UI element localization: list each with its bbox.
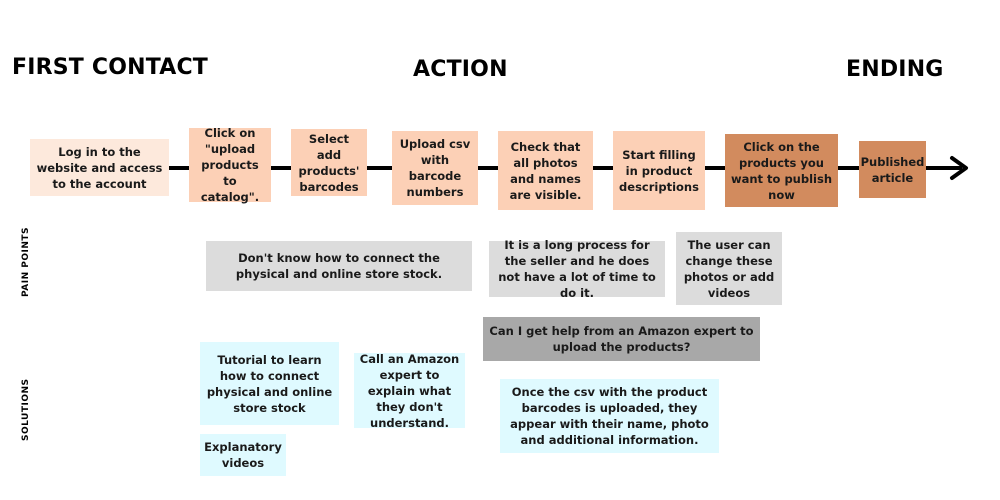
solution-csv-autofill: Once the csv with the product barcodes i… <box>500 379 719 453</box>
row-label-pain-points: PAIN POINTS <box>21 227 31 297</box>
pain-point-expert-help: Can I get help from an Amazon expert to … <box>483 317 760 361</box>
step-box-select-publish: Click on the products you want to publis… <box>725 134 838 207</box>
pain-point-change-photos: The user can change these photos or add … <box>676 232 782 305</box>
row-label-solutions: SOLUTIONS <box>21 378 31 441</box>
solution-tutorial: Tutorial to learn how to connect physica… <box>200 342 339 425</box>
heading-action: ACTION <box>413 57 508 82</box>
heading-ending: ENDING <box>846 57 944 82</box>
pain-point-long-process: It is a long process for the seller and … <box>489 238 665 300</box>
solution-call-expert: Call an Amazon expert to explain what th… <box>354 352 465 430</box>
step-box-select-barcodes: Select add products' barcodes <box>291 129 367 196</box>
step-box-upload-csv: Upload csv with barcode numbers <box>392 131 478 205</box>
step-box-published: Published article <box>859 141 926 198</box>
solution-explanatory-videos: Explanatory videos <box>200 434 286 476</box>
pain-point-stock-connection: Don't know how to connect the physical a… <box>206 241 472 291</box>
heading-first-contact: FIRST CONTACT <box>12 55 209 80</box>
step-box-fill-descriptions: Start filling in product descriptions <box>613 131 705 210</box>
step-box-login: Log in to the website and access to the … <box>30 139 169 196</box>
step-box-check-photos: Check that all photos and names are visi… <box>498 131 593 210</box>
step-box-upload-catalog: Click on "upload products to catalog". <box>189 126 271 204</box>
